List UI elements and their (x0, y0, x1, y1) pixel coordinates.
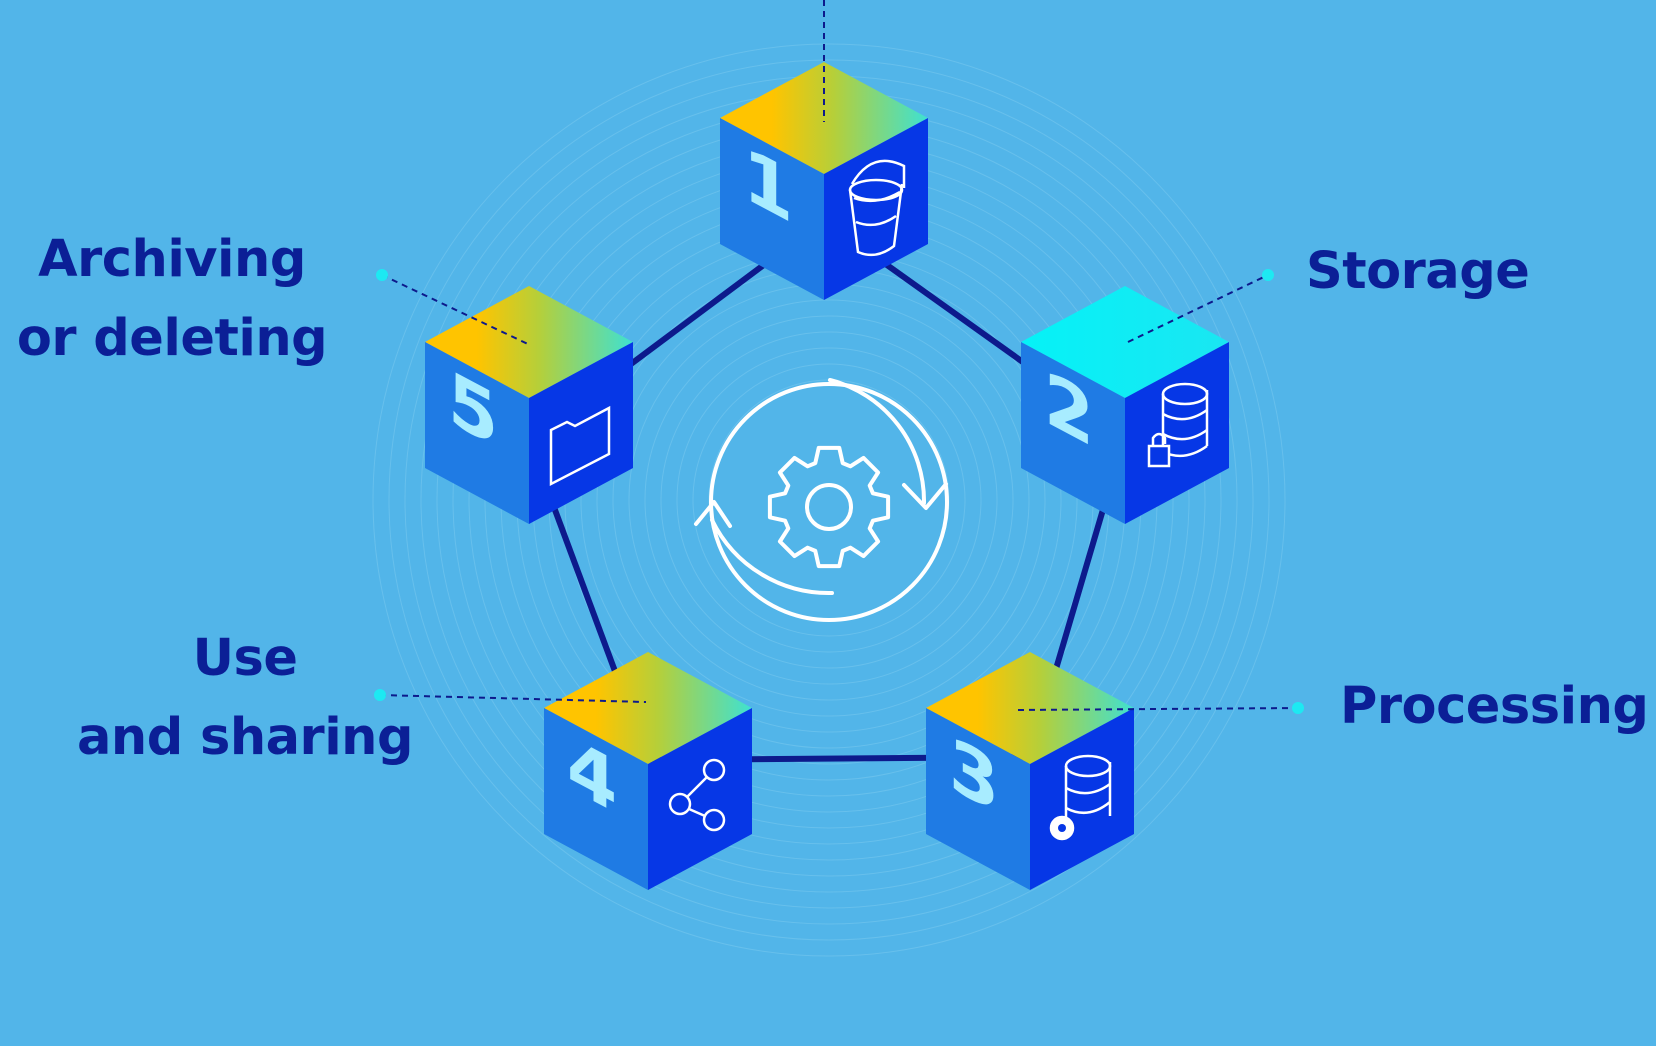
leader-dot-5 (376, 269, 388, 281)
leader-3 (1017, 707, 1299, 711)
stage-5-label-line-2: or deleting (16, 309, 328, 368)
leader-dot-3 (1292, 702, 1304, 714)
background-ring (676, 347, 982, 653)
stage-5-label: Archiving or deleting (12, 220, 332, 378)
stage-2-label-line-1: Storage (1306, 242, 1530, 301)
leader-lines (379, 0, 1299, 711)
leader-2 (1127, 274, 1269, 343)
cube-right-face (648, 708, 752, 890)
background-ring (628, 299, 1030, 701)
leader-4 (379, 694, 647, 703)
background-ring (612, 283, 1046, 717)
background-ring (644, 315, 1014, 685)
folder-icon (549, 405, 611, 487)
cube-right-face (1030, 708, 1134, 890)
background-ring (660, 331, 998, 669)
leader-dots (374, 269, 1304, 714)
stage-5-label-line-1: Archiving (38, 230, 306, 289)
stage-4-cube: 4 (544, 652, 752, 890)
stage-2-cube: 2 (1021, 286, 1229, 524)
stage-4-label: Use and sharing (75, 619, 415, 777)
leader-dot-2 (1262, 269, 1274, 281)
cube-left-face (425, 342, 529, 524)
database-lock-icon (1147, 382, 1209, 468)
cube-left-face (544, 708, 648, 890)
cube-left-face (1021, 342, 1125, 524)
background-ring (388, 59, 1270, 941)
cube-left-face (926, 708, 1030, 890)
cube-right-face (529, 342, 633, 524)
stage-3-label: Processing (1340, 667, 1649, 746)
stage-1-cube: 1 (720, 62, 928, 300)
share-icon (668, 758, 726, 832)
database-gear-icon (1049, 754, 1112, 841)
gear-cycle-icon (694, 378, 949, 622)
leader-dot-4 (374, 689, 386, 701)
stage-3-label-line-1: Processing (1340, 677, 1649, 736)
stage-2-label: Storage (1306, 232, 1530, 311)
leader-5 (381, 274, 531, 346)
stage-4-label-line-2: and sharing (76, 708, 414, 767)
cube-right-face (824, 118, 928, 300)
stage-5-cube: 5 (425, 286, 633, 524)
background-ring (372, 43, 1286, 957)
stage-3-cube: 3 (926, 652, 1134, 890)
cube-left-face (720, 118, 824, 300)
background-ring (692, 363, 966, 637)
bucket-icon (848, 159, 906, 257)
stage-4-label-line-1: Use (192, 629, 298, 688)
